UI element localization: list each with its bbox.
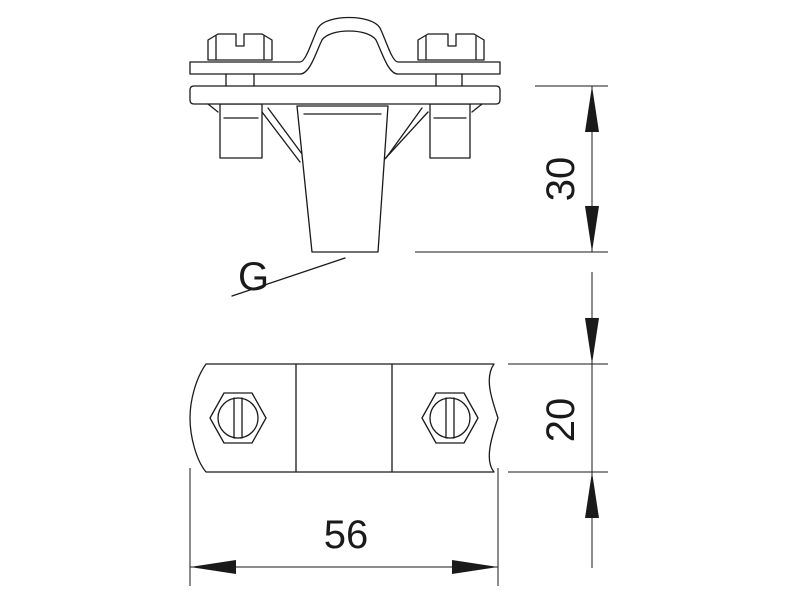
arrow-top-up (585, 86, 599, 132)
hex-nut-right-outline (421, 392, 479, 444)
strut-left-inner (267, 107, 306, 159)
dimension-height-top: 30 (415, 85, 608, 253)
hex-nut-right-bore (429, 397, 471, 439)
plate-chamfer-left (207, 103, 219, 113)
arrow-top-down (585, 206, 599, 252)
hex-nut-left-outline (209, 392, 267, 444)
dimension-label-width: 56 (324, 513, 369, 557)
top-view (189, 363, 499, 473)
bolt-shank-right (429, 103, 471, 159)
dimension-height-bottom: 20 (508, 272, 608, 568)
plate-chamfer-right (471, 103, 483, 113)
arrow-width-left (190, 560, 236, 574)
hex-nut-left-bore (217, 397, 259, 439)
arrow-bottom-down (585, 318, 599, 364)
arrow-bottom-up (585, 472, 599, 518)
screw-head-right (417, 33, 485, 61)
clamp-strap (189, 16, 501, 75)
screw-head-left (207, 33, 273, 61)
side-view: G (189, 16, 501, 299)
bolt-shank-left (219, 103, 263, 159)
dimension-width: 56 (189, 468, 499, 586)
strut-right-inner (385, 107, 423, 159)
hex-nut-left (209, 392, 267, 444)
arrow-width-right (452, 560, 498, 574)
dimension-label-bottom: 20 (539, 398, 583, 443)
thread-callout-label: G (238, 255, 269, 299)
strut-left (261, 111, 301, 163)
lower-plate (189, 85, 501, 105)
base-plate-outline (189, 363, 499, 473)
dimension-label-top: 30 (539, 157, 583, 202)
hex-nut-right (421, 392, 479, 444)
central-stem (296, 105, 389, 253)
callout-leader (231, 257, 346, 297)
